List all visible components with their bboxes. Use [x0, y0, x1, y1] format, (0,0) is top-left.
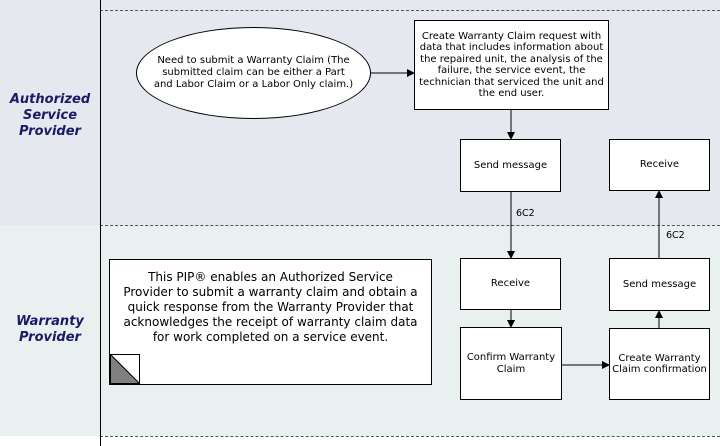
start-event-text: Need to submit a Warranty Claim (The sub… — [153, 55, 354, 90]
start-event-ellipse[interactable]: Need to submit a Warranty Claim (The sub… — [136, 27, 371, 119]
lane-header-separator — [100, 0, 101, 446]
lane-middle-divider — [100, 225, 720, 226]
lane-top-divider — [100, 10, 720, 11]
message-label-to-service-provider: 6C2 — [666, 230, 685, 241]
asp-send-message-box[interactable]: Send message — [460, 139, 561, 192]
note-folded-corner-icon — [110, 354, 140, 384]
lane-label-warranty-provider: Warranty Provider — [16, 314, 84, 345]
lane-bottom-divider — [100, 436, 720, 437]
create-warranty-claim-confirmation-box[interactable]: Create Warranty Claim confirmation — [609, 328, 710, 400]
message-label-to-warranty-provider: 6C2 — [516, 208, 535, 219]
confirm-warranty-claim-box[interactable]: Confirm Warranty Claim — [460, 327, 562, 400]
create-warranty-claim-request-box[interactable]: Create Warranty Claim request with data … — [414, 20, 609, 110]
pip-description-note: This PIP® enables an Authorized Service … — [109, 259, 432, 385]
create-warranty-claim-request-text: Create Warranty Claim request with data … — [419, 30, 604, 100]
asp-send-message-text: Send message — [473, 159, 548, 171]
wp-send-message-text: Send message — [622, 278, 697, 290]
asp-receive-box[interactable]: Receive — [609, 139, 710, 191]
lane-label-authorized-service-provider: Authorized Service Provider — [9, 92, 91, 139]
lane-bottom-strip — [0, 436, 720, 446]
wp-receive-text: Receive — [490, 278, 531, 290]
create-warranty-claim-confirmation-text: Create Warranty Claim confirmation — [612, 352, 707, 376]
confirm-warranty-claim-text: Confirm Warranty Claim — [466, 352, 556, 375]
pip-description-text: This PIP® enables an Authorized Service … — [123, 270, 418, 344]
asp-receive-text: Receive — [639, 159, 680, 171]
wp-receive-box[interactable]: Receive — [460, 258, 561, 310]
wp-send-message-box[interactable]: Send message — [609, 258, 710, 311]
